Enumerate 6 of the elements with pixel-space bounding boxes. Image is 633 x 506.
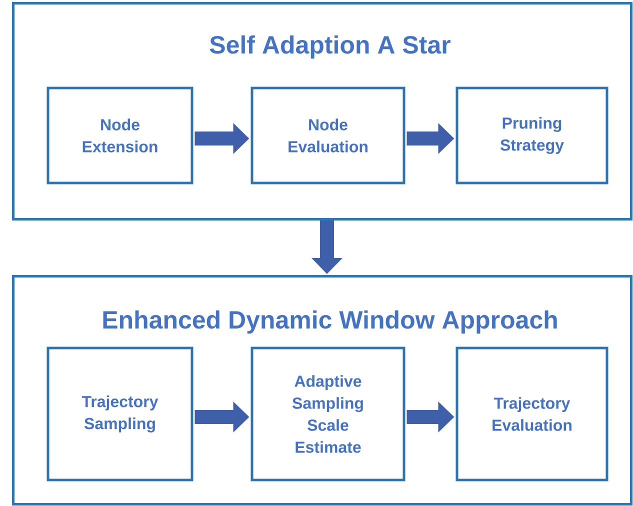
process-box: Pruning Strategy (456, 86, 608, 184)
process-box: Node Evaluation (250, 86, 406, 184)
process-box: Node Extension (46, 86, 194, 184)
process-box: Trajectory Sampling (46, 346, 194, 482)
process-box: Adaptive Sampling Scale Estimate (250, 346, 406, 482)
process-box: Trajectory Evaluation (456, 346, 608, 482)
